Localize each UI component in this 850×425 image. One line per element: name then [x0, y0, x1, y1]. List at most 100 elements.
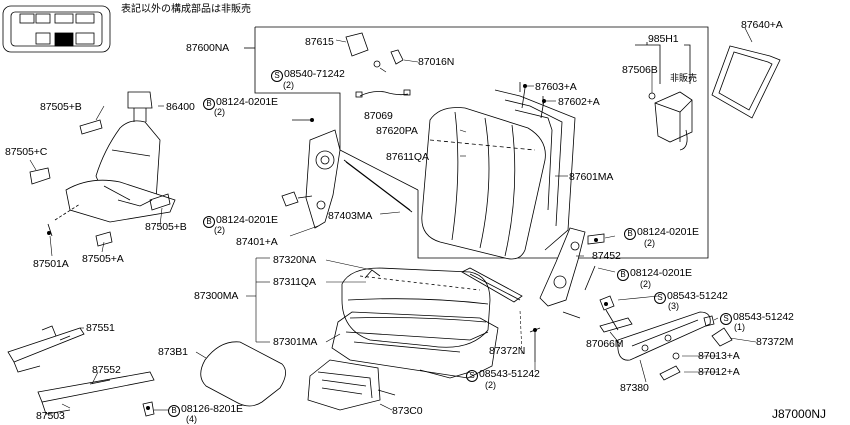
b-circle-icon: B	[624, 228, 636, 240]
lever-87066M	[599, 317, 633, 333]
recliner-bracket-left	[305, 129, 341, 229]
label-87016N: 87016N	[418, 56, 455, 68]
seat-cushion	[341, 267, 491, 348]
qty-08126: (4)	[186, 414, 197, 424]
label-text: 08124-0201E	[630, 267, 692, 279]
label-86400: 86400	[166, 101, 195, 113]
label-87320NA: 87320NA	[273, 254, 317, 266]
pad-873B1	[200, 341, 286, 407]
back-board	[711, 45, 781, 119]
label-87403MA: 87403MA	[328, 210, 373, 222]
label-985H1: 985H1	[648, 33, 679, 45]
diagram-code: J87000NJ	[772, 407, 827, 421]
label-873B1: 873B1	[158, 346, 188, 358]
label-87551: 87551	[86, 322, 115, 334]
s-circle-icon: S	[466, 370, 478, 382]
label-text: 08543-51242	[479, 368, 540, 380]
qty-08543-b: (1)	[734, 322, 745, 332]
qty-08124-a: (2)	[214, 107, 225, 117]
label-87372M: 87372M	[756, 336, 794, 348]
label-87640: 87640+A	[741, 19, 783, 31]
label-87620PA: 87620PA	[376, 125, 418, 137]
label-87615: 87615	[305, 36, 334, 48]
label-text: 08124-0201E	[216, 214, 278, 226]
cover-87380	[617, 311, 711, 361]
label-87505B-bottom: 87505+B	[145, 221, 187, 233]
label-87503: 87503	[36, 410, 65, 422]
qty-08540: (2)	[283, 80, 294, 90]
knob-87372M	[711, 327, 733, 347]
label-87300MA: 87300MA	[194, 290, 239, 302]
not-for-sale-note: 表記以外の構成部品は非販売	[121, 4, 251, 15]
label-87380: 87380	[620, 382, 649, 394]
seat-back-cushion	[421, 107, 546, 260]
s-circle-icon: S	[271, 70, 283, 82]
label-87401: 87401+A	[236, 236, 278, 248]
b-circle-icon: B	[168, 405, 180, 417]
wire-87069	[359, 91, 409, 97]
label-87600NA: 87600NA	[186, 42, 230, 54]
trim-87505c	[29, 167, 51, 185]
side-rail-87372N	[461, 267, 523, 303]
label-87452: 87452	[592, 250, 621, 262]
vehicle-locator-icon	[2, 5, 111, 53]
seat-module-box	[654, 91, 693, 151]
s-circle-icon: S	[720, 313, 732, 325]
part-87016N	[390, 49, 404, 65]
label-87066M: 87066M	[586, 338, 624, 350]
qty-08543-a: (3)	[668, 301, 679, 311]
label-text: 08543-51242	[667, 290, 728, 302]
recliner-bracket-right	[539, 227, 586, 307]
label-87501A: 87501A	[33, 258, 69, 270]
label-text: 08124-0201E	[637, 226, 699, 238]
qty-08543-c: (2)	[485, 380, 496, 390]
label-87611QA: 87611QA	[386, 151, 429, 163]
seat-rail-87551	[7, 325, 85, 373]
seat-rail-87552	[37, 371, 155, 415]
trim-87505b-bottom	[149, 193, 171, 211]
label-text: 08126-8201E	[181, 403, 243, 415]
label-873C0: 873C0	[392, 405, 423, 417]
b-circle-icon: B	[617, 269, 629, 281]
s-circle-icon: S	[654, 292, 666, 304]
label-87012: 87012+A	[698, 366, 740, 378]
seat-back-frame	[494, 82, 576, 251]
b-circle-icon: B	[203, 98, 215, 110]
seat-assembly-thumbnail	[65, 91, 176, 223]
label-text: 08124-0201E	[216, 96, 278, 108]
label-87311QA: 87311QA	[273, 276, 316, 288]
label-87506B: 87506B	[622, 64, 658, 76]
not-for-sale-tag: 非販売	[670, 73, 698, 83]
qty-08124-c: (2)	[644, 238, 655, 248]
label-87505A: 87505+A	[82, 253, 124, 265]
qty-08124-d: (2)	[640, 279, 651, 289]
label-87505C: 87505+C	[5, 146, 48, 158]
label-87601MA: 87601MA	[569, 171, 614, 183]
label-87301MA: 87301MA	[273, 336, 318, 348]
label-87013: 87013+A	[698, 350, 740, 362]
seat-cushion-frame	[331, 311, 499, 379]
part-87615	[345, 32, 369, 57]
trim-87505a	[95, 231, 113, 247]
qty-08124-b: (2)	[214, 225, 225, 235]
label-text: 08540-71242	[284, 68, 345, 80]
label-87602: 87602+A	[558, 96, 600, 108]
label-87552: 87552	[92, 364, 121, 376]
b-circle-icon: B	[203, 216, 215, 228]
wiring-harness-873C0	[307, 359, 396, 411]
screw-87501a	[47, 223, 53, 237]
label-87372N: 87372N	[489, 345, 526, 357]
label-87505B-top: 87505+B	[40, 101, 82, 113]
label-87069: 87069	[364, 110, 393, 122]
